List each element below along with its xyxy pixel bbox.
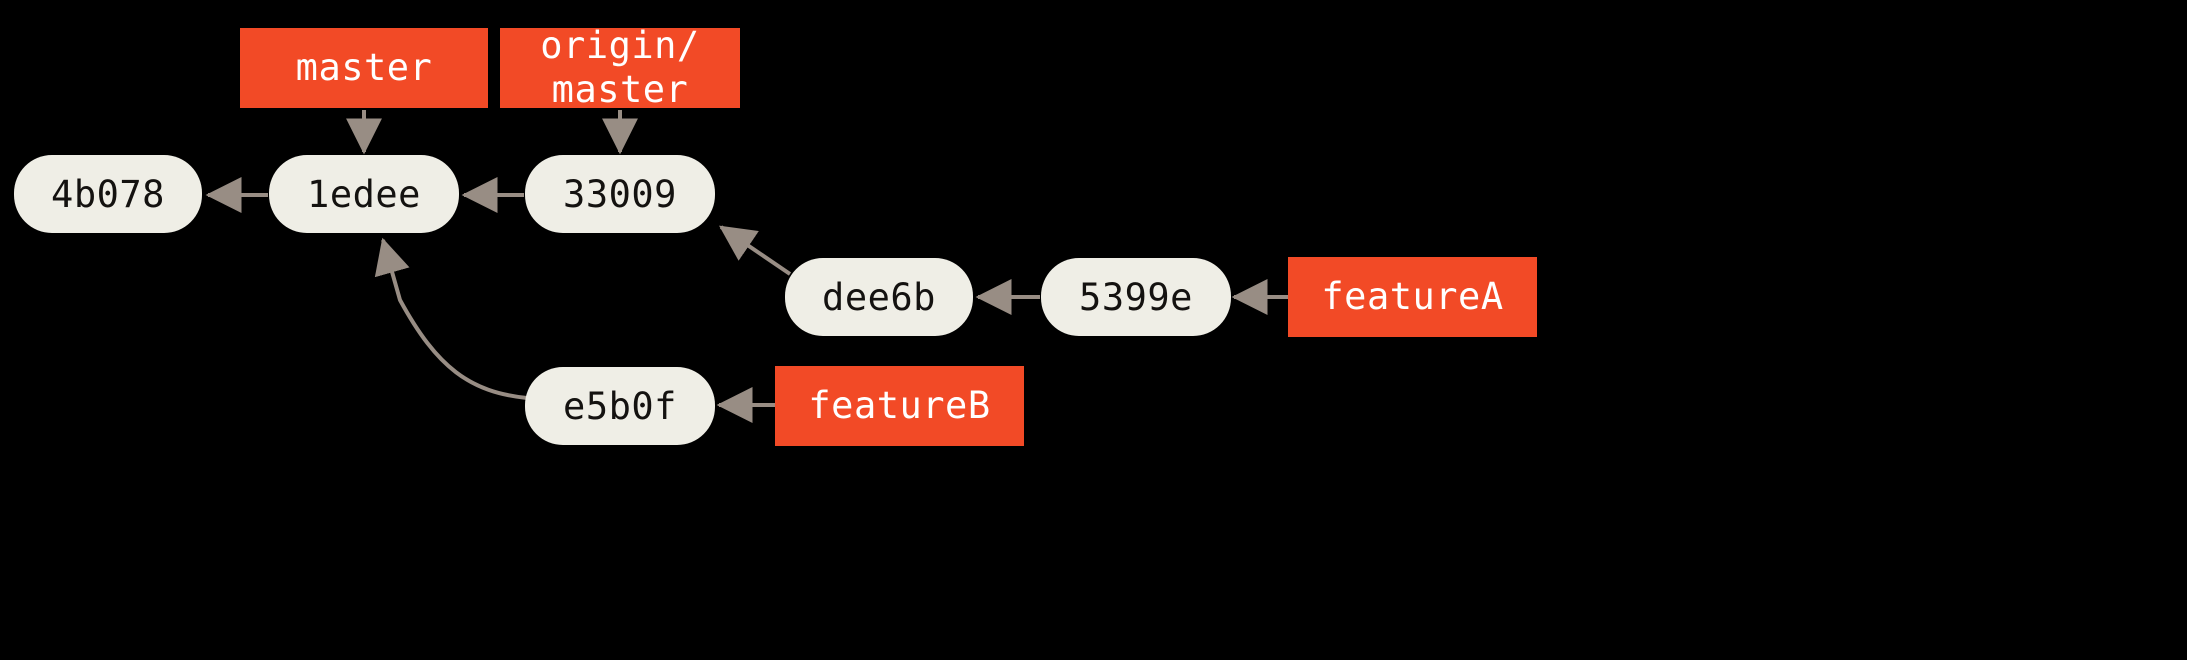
ref-label-origin-master[interactable]: origin/ master xyxy=(500,24,740,111)
commit-node-1edee[interactable]: 1edee xyxy=(269,155,459,233)
commit-node-5399e[interactable]: 5399e xyxy=(1041,258,1231,336)
commit-node-e5b0f[interactable]: e5b0f xyxy=(525,367,715,445)
ref-label-featureA[interactable]: featureA xyxy=(1288,257,1537,337)
ref-label-master[interactable]: master xyxy=(240,28,488,108)
commit-node-4b078[interactable]: 4b078 xyxy=(14,155,202,233)
commit-node-dee6b[interactable]: dee6b xyxy=(785,258,973,336)
ref-label-featureB[interactable]: featureB xyxy=(775,366,1024,446)
commit-node-33009[interactable]: 33009 xyxy=(525,155,715,233)
